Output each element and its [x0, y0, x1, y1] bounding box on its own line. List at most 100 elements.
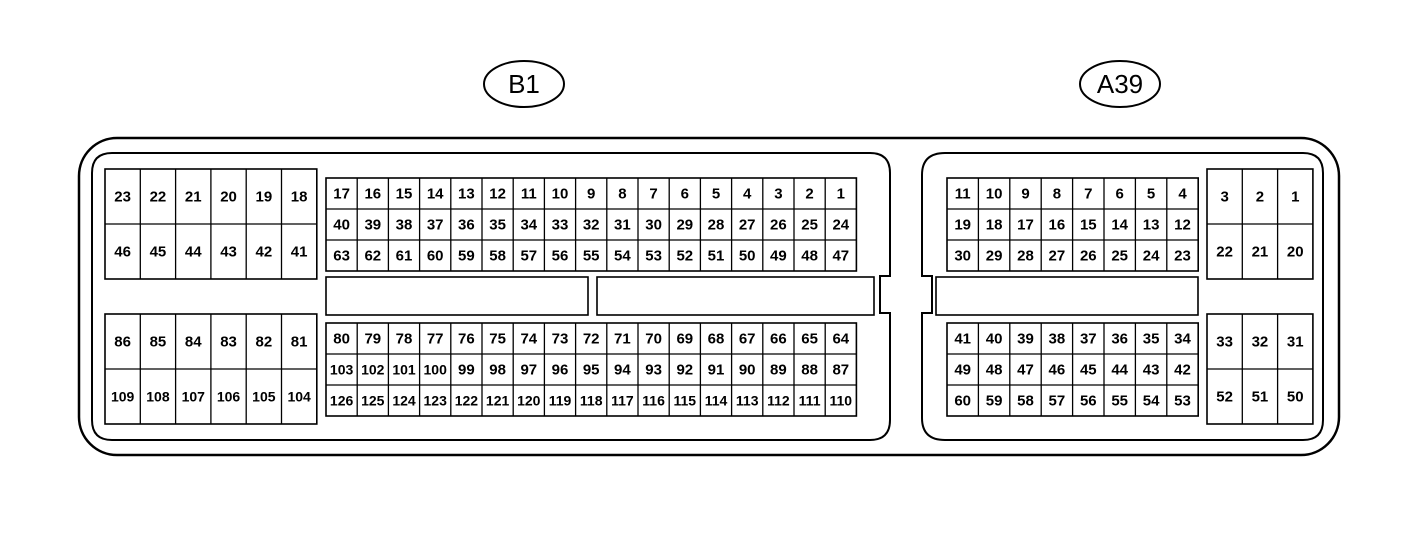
pin-number: 20 — [1287, 244, 1304, 261]
pin-number: 44 — [1111, 362, 1128, 379]
b1-body-outline — [91, 152, 891, 441]
pin-number: 113 — [736, 393, 759, 409]
pin-number: 47 — [1017, 362, 1034, 379]
pin-number: 18 — [291, 189, 308, 206]
pin-number: 65 — [801, 331, 818, 348]
pin-number: 122 — [455, 393, 479, 409]
pin-number: 78 — [396, 331, 413, 348]
pin-number: 8 — [618, 186, 626, 203]
pin-number: 27 — [1049, 248, 1066, 265]
pin-number: 51 — [1252, 389, 1269, 406]
pin-number: 95 — [583, 362, 600, 379]
pin-number: 22 — [150, 189, 167, 206]
pin-number: 86 — [114, 334, 131, 351]
pin-number: 38 — [396, 217, 413, 234]
pin-number: 100 — [424, 362, 448, 378]
pin-number: 4 — [743, 186, 752, 203]
pin-number: 26 — [1080, 248, 1097, 265]
pin-number: 76 — [458, 331, 475, 348]
pin-number: 42 — [1174, 362, 1191, 379]
pin-number: 54 — [1143, 393, 1160, 410]
pin-number: 10 — [986, 186, 1003, 203]
pin-number: 11 — [955, 186, 971, 203]
connector-housing-outer — [77, 136, 1341, 457]
pin-number: 48 — [801, 248, 818, 265]
pin-number: 25 — [1111, 248, 1128, 265]
pin-number: 1 — [837, 186, 845, 203]
pin-number: 102 — [361, 362, 385, 378]
pin-number: 75 — [489, 331, 506, 348]
pin-number: 56 — [552, 248, 569, 265]
pin-number: 29 — [986, 248, 1003, 265]
pin-number: 20 — [220, 189, 237, 206]
b1-label-badge: B1 — [483, 60, 565, 108]
pin-number: 91 — [708, 362, 725, 379]
pin-number: 39 — [1017, 331, 1034, 348]
pin-number: 12 — [1174, 217, 1191, 234]
pin-number: 106 — [217, 389, 241, 405]
pin-number: 45 — [150, 244, 167, 261]
pin-number: 9 — [587, 186, 595, 203]
a39-label: A39 — [1097, 69, 1143, 99]
pin-number: 44 — [185, 244, 202, 261]
pin-number: 37 — [1080, 331, 1097, 348]
pin-number: 123 — [424, 393, 448, 409]
pin-number: 2 — [1256, 189, 1264, 206]
pin-number: 85 — [150, 334, 167, 351]
pin-number: 98 — [489, 362, 506, 379]
pin-number: 92 — [676, 362, 693, 379]
pin-number: 35 — [489, 217, 506, 234]
pin-number: 5 — [712, 186, 720, 203]
pin-number: 117 — [611, 393, 634, 409]
pin-number: 41 — [291, 244, 308, 261]
pin-number: 60 — [427, 248, 444, 265]
pin-number: 36 — [458, 217, 475, 234]
pin-number: 4 — [1178, 186, 1187, 203]
pin-number: 54 — [614, 248, 631, 265]
pin-number: 69 — [676, 331, 693, 348]
pin-number: 17 — [1017, 217, 1034, 234]
pin-number: 111 — [799, 393, 821, 409]
b1-key-slot-right — [596, 276, 875, 316]
pin-number: 124 — [392, 393, 416, 409]
pin-number: 14 — [1111, 217, 1128, 234]
pin-number: 18 — [986, 217, 1003, 234]
pin-number: 19 — [954, 217, 971, 234]
pin-number: 43 — [1143, 362, 1160, 379]
pin-number: 46 — [114, 244, 131, 261]
pin-number: 1 — [1291, 189, 1299, 206]
pin-number: 116 — [642, 393, 665, 409]
pin-number: 125 — [361, 393, 385, 409]
pin-number: 77 — [427, 331, 444, 348]
pin-number: 21 — [185, 189, 202, 206]
pin-number: 61 — [396, 248, 413, 265]
pin-number: 73 — [552, 331, 569, 348]
pin-number: 57 — [1049, 393, 1066, 410]
pin-number: 97 — [520, 362, 537, 379]
pin-number: 6 — [1116, 186, 1124, 203]
pin-number: 28 — [708, 217, 725, 234]
pin-number: 62 — [364, 248, 381, 265]
b1-key-slot-left — [325, 276, 589, 316]
pin-number: 31 — [1287, 334, 1304, 351]
pin-number: 67 — [739, 331, 756, 348]
pin-number: 15 — [1080, 217, 1097, 234]
pin-number: 15 — [396, 186, 413, 203]
pin-number: 43 — [220, 244, 237, 261]
pin-number: 66 — [770, 331, 787, 348]
pin-number: 34 — [1174, 331, 1191, 348]
pin-number: 79 — [364, 331, 381, 348]
pin-number: 84 — [185, 334, 202, 351]
pin-number: 11 — [521, 186, 537, 203]
pin-number: 7 — [649, 186, 657, 203]
pin-number: 41 — [954, 331, 971, 348]
pin-number: 5 — [1147, 186, 1155, 203]
pin-number: 19 — [256, 189, 273, 206]
pin-number: 6 — [681, 186, 689, 203]
pin-number: 16 — [1049, 217, 1066, 234]
pin-number: 57 — [520, 248, 537, 265]
